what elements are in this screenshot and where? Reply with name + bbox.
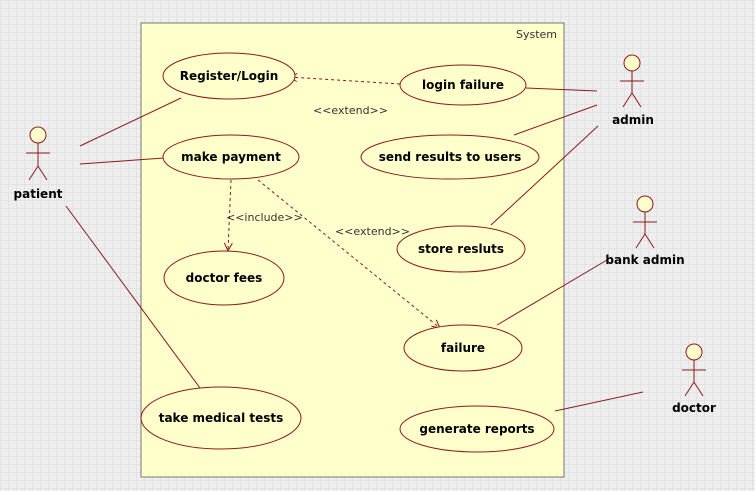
usecase-login-failure[interactable] (399, 64, 527, 106)
usecase-failure-label: failure (441, 341, 485, 355)
usecase-login-failure-label: login failure (422, 78, 504, 92)
usecase-failure[interactable] (403, 324, 523, 372)
actor-patient-label: patient (14, 187, 63, 201)
extend-login-arrow (289, 77, 401, 85)
assoc-store-admin (490, 125, 599, 226)
assoc-patient-register (79, 97, 182, 147)
actor-doctor-label: doctor (672, 401, 716, 415)
actor-admin-label: admin (612, 113, 654, 127)
actor-patient[interactable]: patient (14, 126, 63, 201)
assoc-reports-doctor (554, 391, 644, 412)
usecase-generate-reports[interactable] (399, 405, 555, 453)
include-fees-label: <<include>> (226, 211, 303, 224)
bank-admin-stick-figure-icon (633, 195, 657, 249)
usecase-register-login[interactable] (162, 52, 296, 100)
usecase-generate-reports-label: generate reports (419, 422, 534, 436)
doctor-stick-figure-icon (682, 343, 706, 397)
usecase-send-results[interactable] (360, 134, 540, 180)
assoc-patient-tests (65, 205, 201, 389)
usecase-store-results-label: store resluts (418, 242, 504, 256)
usecase-store-results[interactable] (396, 225, 526, 273)
usecase-make-payment-label: make payment (181, 150, 281, 164)
extend-failure-label: <<extend>> (335, 225, 410, 238)
usecase-take-medical-tests[interactable] (140, 386, 302, 450)
usecase-register-login-label: Register/Login (180, 69, 279, 83)
usecase-doctor-fees-label: doctor fees (186, 271, 263, 285)
dependencies (228, 77, 440, 328)
assoc-failure-bankadmin (496, 259, 608, 326)
assoc-loginfailure-admin (525, 87, 598, 92)
usecase-send-results-label: send results to users (379, 150, 522, 164)
actor-bank-admin[interactable]: bank admin (605, 195, 685, 267)
actor-bank-admin-label: bank admin (605, 253, 684, 267)
usecase-take-medical-tests-label: take medical tests (159, 411, 284, 425)
patient-stick-figure-icon (26, 126, 50, 181)
actor-admin[interactable]: admin (612, 54, 654, 127)
assoc-send-admin (513, 104, 598, 136)
actor-doctor[interactable]: doctor (672, 343, 716, 415)
usecase-doctor-fees[interactable] (163, 250, 285, 306)
extend-login-label: <<extend>> (313, 104, 388, 117)
associations (65, 87, 644, 412)
usecase-make-payment[interactable] (162, 134, 300, 180)
assoc-patient-payment (79, 157, 165, 165)
system-title: System (516, 28, 557, 41)
admin-stick-figure-icon (620, 54, 644, 108)
